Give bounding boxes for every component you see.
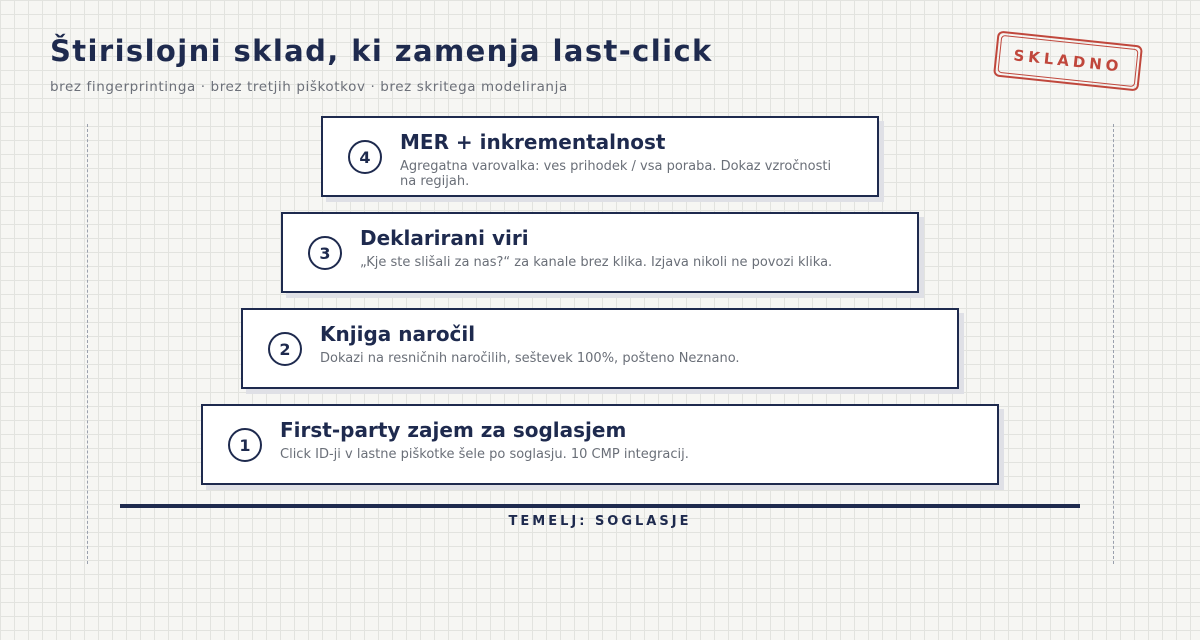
layer-3-number-badge: 3 xyxy=(308,236,342,270)
layer-1-description: Click ID-ji v lastne piškotke šele po so… xyxy=(280,447,689,462)
foundation-line xyxy=(120,504,1080,508)
layer-3-description: „Kje ste slišali za nas?“ za kanale brez… xyxy=(360,255,833,270)
layer-4-card: 4 MER + inkrementalnost Agregatna varova… xyxy=(321,116,879,197)
compliance-stamp: SKLADNO xyxy=(992,30,1144,92)
right-guide-line xyxy=(1113,124,1114,564)
layer-4-number-badge: 4 xyxy=(348,140,382,174)
layer-3-card: 3 Deklarirani viri „Kje ste slišali za n… xyxy=(281,212,919,293)
page-subtitle: brez fingerprintinga · brez tretjih pišk… xyxy=(50,79,568,95)
layer-4-title: MER + inkrementalnost xyxy=(400,130,666,154)
layer-2-title: Knjiga naročil xyxy=(320,322,476,346)
layer-2-number-badge: 2 xyxy=(268,332,302,366)
layer-3-title: Deklarirani viri xyxy=(360,226,529,250)
layer-1-title: First-party zajem za soglasjem xyxy=(280,418,627,442)
page-title: Štirislojni sklad, ki zamenja last-click xyxy=(50,34,713,68)
layer-1-number-badge: 1 xyxy=(228,428,262,462)
left-guide-line xyxy=(87,124,88,564)
layer-1-card: 1 First-party zajem za soglasjem Click I… xyxy=(201,404,999,485)
stamp-label: SKLADNO xyxy=(1012,46,1124,76)
layer-2-card: 2 Knjiga naročil Dokazi na resničnih nar… xyxy=(241,308,959,389)
foundation-label: TEMELJ: SOGLASJE xyxy=(508,514,692,529)
layer-2-description: Dokazi na resničnih naročilih, seštevek … xyxy=(320,351,740,366)
layer-4-description: Agregatna varovalka: ves prihodek / vsa … xyxy=(400,159,832,189)
